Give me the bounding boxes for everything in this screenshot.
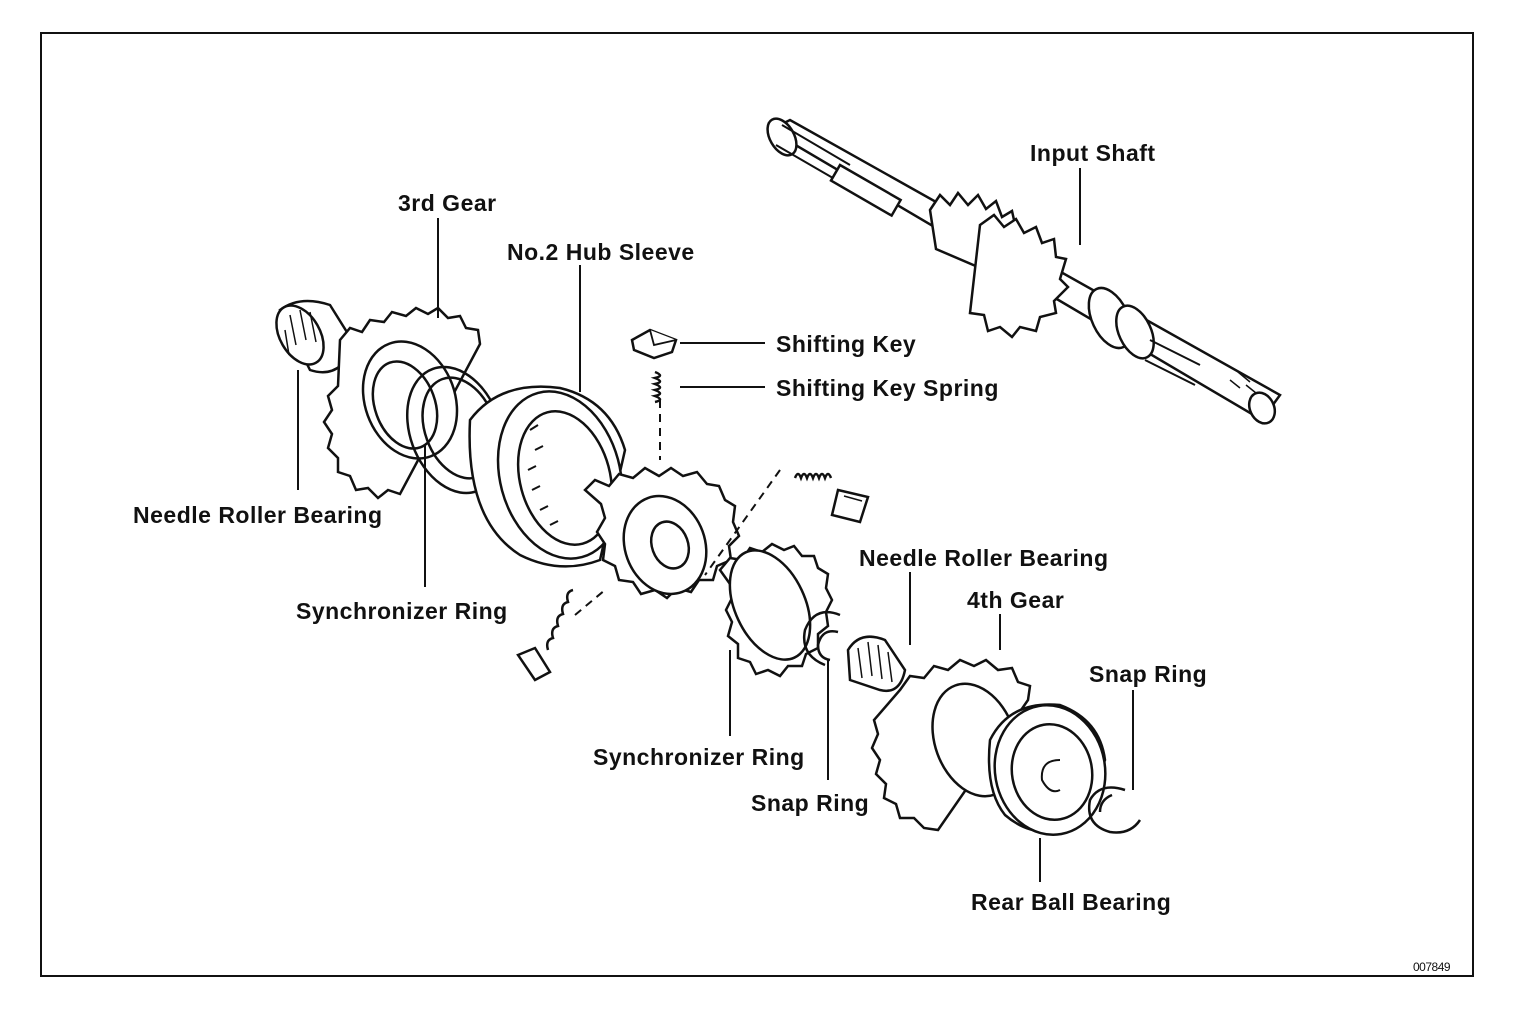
shifting-key-spring-right-part bbox=[793, 472, 833, 482]
shifting-key-spring-part bbox=[650, 370, 662, 404]
clutch-hub-part bbox=[583, 466, 741, 600]
needle-roller-bearing-left-part bbox=[275, 299, 357, 374]
figure-code: 007849 bbox=[1413, 960, 1451, 974]
needle-roller-bearing-right-label: Needle Roller Bearing bbox=[859, 545, 1109, 571]
input-shaft-label: Input Shaft bbox=[1030, 140, 1156, 166]
shifting-key-right-part bbox=[830, 488, 870, 524]
shifting-key-part bbox=[630, 328, 678, 360]
rear-ball-bearing-label: Rear Ball Bearing bbox=[971, 889, 1172, 915]
hub-sleeve-part bbox=[468, 385, 627, 568]
snap-ring-right-part bbox=[1087, 786, 1142, 834]
shifting-key-spring-label: Shifting Key Spring bbox=[776, 375, 999, 401]
third-gear-part bbox=[322, 306, 482, 500]
shifting-key-left-part bbox=[516, 646, 552, 682]
fourth-gear-label: 4th Gear bbox=[967, 587, 1065, 613]
snap-ring-right-label: Snap Ring bbox=[1089, 661, 1208, 687]
leader-lines bbox=[297, 168, 1134, 882]
hub-sleeve-label: No.2 Hub Sleeve bbox=[507, 239, 695, 265]
shifting-key-label: Shifting Key bbox=[776, 331, 917, 357]
snap-ring-center-label: Snap Ring bbox=[751, 790, 870, 816]
shifting-key-spring-left-part bbox=[545, 588, 574, 651]
third-gear-label: 3rd Gear bbox=[398, 190, 497, 216]
synchronizer-ring-center-part bbox=[718, 542, 834, 678]
rear-ball-bearing-part bbox=[987, 703, 1107, 836]
snap-ring-center-part bbox=[802, 610, 841, 667]
diagram-frame bbox=[40, 32, 1474, 977]
synchronizer-ring-left-label: Synchronizer Ring bbox=[296, 598, 508, 624]
needle-roller-bearing-right-part bbox=[846, 635, 907, 693]
needle-roller-bearing-left-label: Needle Roller Bearing bbox=[133, 502, 383, 528]
synchronizer-ring-center-label: Synchronizer Ring bbox=[593, 744, 805, 770]
input-shaft-part bbox=[766, 117, 1282, 425]
